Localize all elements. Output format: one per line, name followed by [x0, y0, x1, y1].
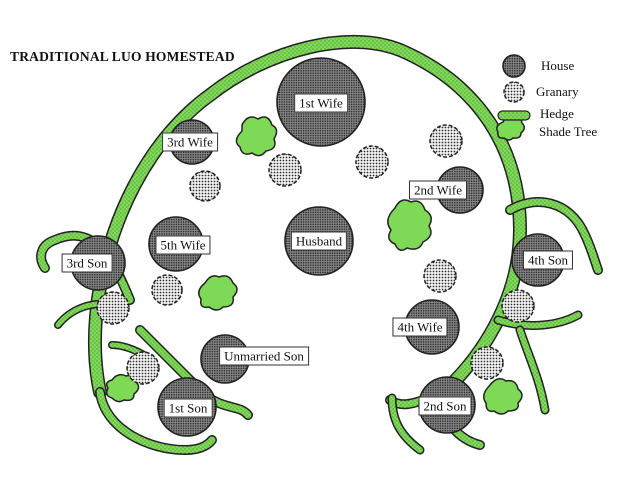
label-unmarried-son: Unmarried Son [219, 346, 309, 366]
label-2nd-son: 2nd Son [418, 396, 472, 416]
shade-tree [235, 116, 278, 157]
legend-house-label: House [541, 58, 575, 73]
label-3rd-son: 3rd Son [61, 253, 113, 273]
hedge-legend [497, 110, 531, 121]
label-1st-son: 1st Son [163, 398, 213, 418]
granary [429, 124, 463, 158]
legend-hedge-label: Hedge [540, 106, 574, 121]
label-5th-wife: 5th Wife [155, 235, 211, 255]
legend-granary-label: Granary [536, 84, 579, 99]
label-husband: Husband [290, 231, 348, 251]
label-2nd-wife: 2nd Wife [409, 180, 467, 200]
granary [189, 170, 221, 202]
label-1st-wife: 1st Wife [294, 93, 348, 113]
granary [151, 274, 183, 306]
shade-tree [483, 378, 523, 415]
shade-trees [105, 115, 525, 415]
shade-tree [387, 199, 432, 251]
shade-tree [198, 275, 238, 311]
granary [470, 346, 504, 380]
granary [96, 291, 130, 325]
label-3rd-wife: 3rd Wife [162, 132, 218, 152]
label-4th-son: 4th Son [522, 250, 574, 270]
granary [355, 145, 389, 179]
house-legend [502, 54, 526, 78]
granary [126, 351, 160, 385]
granary-legend [503, 81, 525, 103]
granary [268, 153, 302, 187]
granary [423, 259, 457, 293]
label-4th-wife: 4th Wife [392, 317, 448, 337]
shade-tree [105, 373, 140, 403]
legend-shade-tree-label: Shade Tree [539, 124, 598, 139]
granaries [96, 81, 535, 385]
granary [501, 289, 535, 323]
diagram-title: TRADITIONAL LUO HOMESTEAD [10, 49, 235, 64]
